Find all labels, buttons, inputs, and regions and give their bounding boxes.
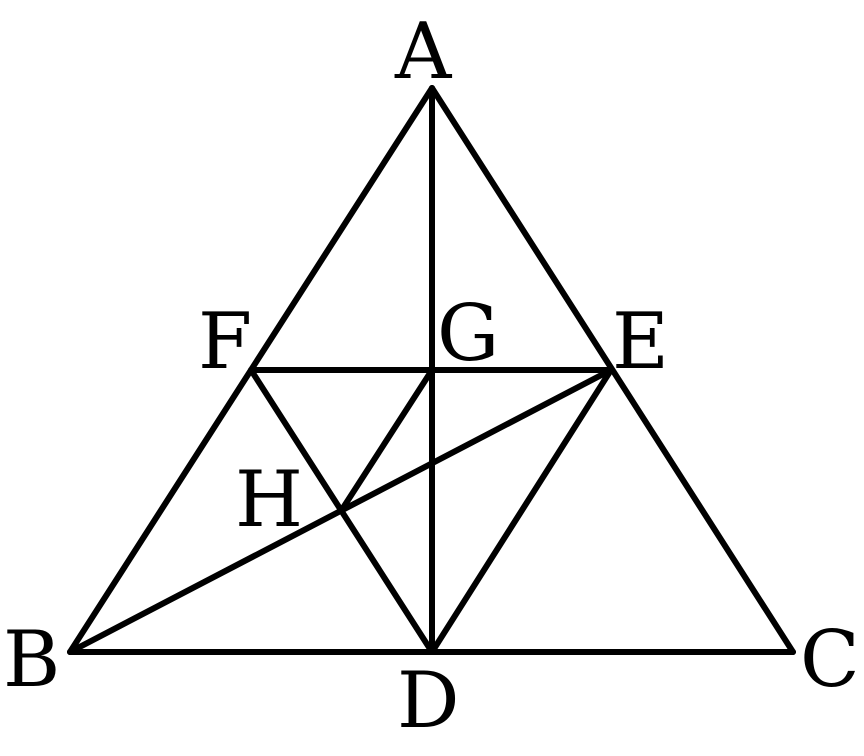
segment-DE [429, 367, 614, 655]
segment-HG [338, 367, 435, 514]
label-D: D [397, 656, 460, 746]
label-F: F [198, 297, 252, 387]
label-A: A [394, 7, 453, 97]
label-C: C [800, 615, 860, 705]
label-H: H [235, 455, 303, 545]
label-G: G [437, 289, 499, 379]
label-E: E [612, 297, 669, 387]
label-B: B [3, 615, 60, 705]
